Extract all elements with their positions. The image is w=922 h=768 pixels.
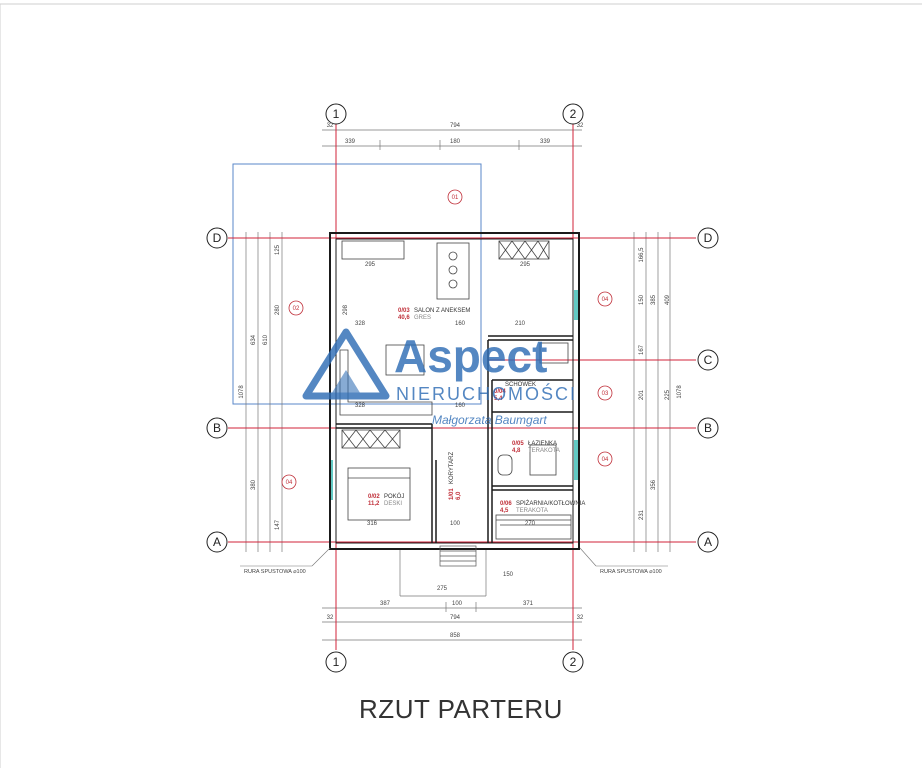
dim-right-409: 409 [665,294,671,305]
dim-right-231: 231 [639,509,645,520]
dim-top-left: 339 [345,139,356,145]
entrance-steps [439,545,477,567]
dim-left-overall: 1078 [239,385,245,399]
dim-100: 100 [450,521,461,527]
dim-32-bottom-left: 32 [327,615,334,621]
room-salon-area: 40,6 [398,315,410,321]
dim-left-380: 380 [251,479,257,490]
dim-275: 275 [437,586,448,592]
dim-32-top-left: 32 [327,123,334,129]
dim-328b: 328 [355,403,366,409]
room-korytarz-area: 6,0 [456,491,462,500]
dim-270: 270 [525,521,536,527]
room-lazienka-floor: TERAKOTA [528,448,560,454]
marker-03-lower: 04 [602,457,609,463]
axis-label-2-bottom: 2 [570,655,577,669]
axis-label-1-top: 1 [333,107,340,121]
dim-left-147: 147 [275,519,281,530]
axis-label-d-right: D [704,231,713,245]
dim-210: 210 [515,321,526,327]
room-salon-code: 0/03 [398,308,410,314]
axis-label-d-left: D [213,231,222,245]
axis-label-b-right: B [704,421,712,435]
axis-label-a-left: A [213,535,221,549]
dim-295b: 295 [520,262,531,268]
room-pokoj-floor: DESKI [384,501,402,507]
downpipe-note-left: RURA SPUSTOWA ⌀100 [244,569,306,575]
room-lazienka-name: ŁAZIENKA [528,441,557,447]
axis-label-a-right: A [704,535,712,549]
dim-160b: 160 [455,403,466,409]
dim-32-top-right: 32 [577,123,584,129]
dim-298: 298 [343,304,349,315]
dim-right-167: 167 [639,344,645,355]
watermark-signature: Małgorzata Baumgart [432,413,547,427]
dim-32-bottom-right: 32 [577,615,584,621]
dim-left-610: 610 [263,334,269,345]
room-pokoj-area: 11,2 [368,501,380,507]
watermark-sub: NIERUCHOMOŚCI [396,383,577,404]
axis-label-1-bottom: 1 [333,655,340,669]
room-spizarnia-name: SPIŻARNIA/KOTŁOWNIA [516,500,585,507]
dim-right-385: 385 [651,294,657,305]
downpipe-note-right: RURA SPUSTOWA ⌀100 [600,569,662,575]
dim-right-356: 356 [651,479,657,490]
terrace-outline [232,163,482,405]
axis-bubbles [206,103,719,673]
marker-01: 01 [452,195,459,201]
marker-04-top: 04 [602,297,609,303]
dim-right-150: 150 [639,294,645,305]
room-pokoj-code: 0/02 [368,494,380,500]
axis-label-c-right: C [704,353,713,367]
room-korytarz-code: 1/01 [449,488,455,500]
dim-bottom-right: 371 [523,601,534,607]
room-schowek-code: 0/04 [494,389,506,395]
interior-walls [336,335,573,543]
dim-right-166: 166,5 [639,247,645,263]
dim-bottom-left: 387 [380,601,391,607]
dim-150-bottom: 150 [503,572,514,578]
room-pokoj-name: POKÓJ [384,493,404,500]
dim-left-125: 125 [275,244,281,255]
room-schowek-name: SCHOWEK [505,382,536,388]
windows [331,290,578,500]
room-lazienka-area: 4,8 [512,448,521,454]
dim-328a: 328 [355,321,366,327]
room-lazienka-code: 0/05 [512,441,524,447]
furniture [339,240,572,540]
room-salon-name: SALON Z ANEKSEM [414,308,470,314]
room-spizarnia-code: 0/06 [500,501,512,507]
axis-label-2-top: 2 [570,107,577,121]
dim-top-total: 794 [450,123,461,129]
dim-left-634: 634 [251,334,257,345]
marker-04-left: 04 [286,480,293,486]
dim-right-201: 201 [639,389,645,400]
page-title: RZUT PARTERU [359,694,563,724]
dim-295a: 295 [365,262,376,268]
room-korytarz-name: KORYTARZ [449,452,455,484]
dim-right-overall: 1078 [677,385,683,399]
dim-top-right: 339 [540,139,551,145]
dim-bottom-overall: 858 [450,633,461,639]
marker-02: 02 [293,306,300,312]
room-salon-floor: GRES [414,315,431,321]
axis-label-b-left: B [213,421,221,435]
dim-160: 160 [455,321,466,327]
room-spizarnia-area: 4,5 [500,508,509,514]
dim-left-280: 280 [275,304,281,315]
dim-right-225: 225 [665,389,671,400]
dimension-lines [245,129,671,641]
section-markers [281,189,613,490]
dim-bottom-total: 794 [450,615,461,621]
dim-top-mid: 180 [450,139,461,145]
dim-316: 316 [367,521,378,527]
watermark-logo: Aspect NIERUCHOMOŚCI Małgorzata Baumgart [302,328,577,427]
watermark-brand: Aspect [394,330,547,382]
room-schowek-area: 5,4 [494,396,503,402]
dim-bottom-mid: 100 [452,601,463,607]
marker-03: 03 [602,391,609,397]
room-spizarnia-floor: TERAKOTA [516,508,548,514]
